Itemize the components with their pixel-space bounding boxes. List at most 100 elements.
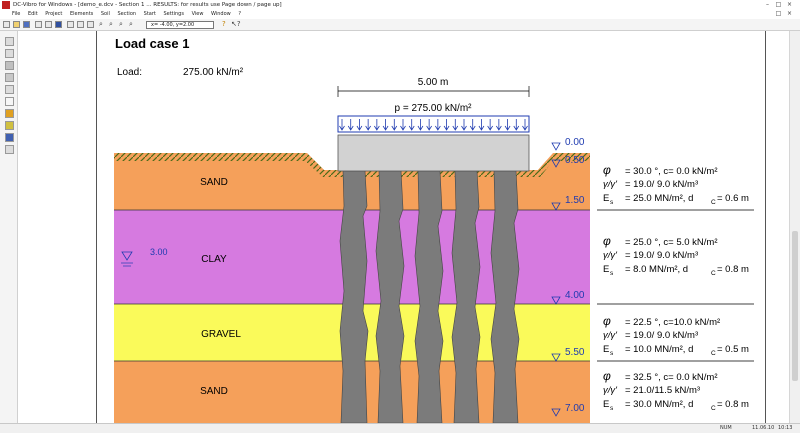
load-arrow-icon [513, 119, 520, 131]
zoom-window-icon[interactable]: ⌕ [119, 20, 123, 28]
menu-project[interactable]: Project [45, 11, 63, 17]
status-date: 11.06.10 [752, 425, 775, 431]
depth-label: 1.50 [565, 195, 585, 206]
section-drawing: Load case 1 Load: 275.00 kN/m² p = 275.0… [114, 36, 754, 423]
zoom-all-icon[interactable]: ⌕ [129, 20, 133, 28]
menu-window[interactable]: Window [211, 11, 231, 17]
close-icon[interactable]: × [786, 1, 793, 8]
phi-symbol: φ [603, 234, 611, 248]
layer-4-dc: = 0.8 m [717, 399, 749, 410]
gamma-symbol: γ/γ' [603, 179, 618, 190]
layer-name-sand: SAND [200, 177, 228, 188]
maximize-icon[interactable]: □ [775, 1, 782, 8]
settings-tool-icon[interactable] [5, 145, 14, 154]
load-arrow-icon [469, 119, 476, 131]
foundation-slab [337, 134, 530, 172]
save-icon[interactable] [23, 21, 30, 28]
disk-icon[interactable] [55, 21, 62, 28]
layer-3-unit-weight: = 19.0/ 9.0 kN/m³ [625, 330, 698, 341]
copy-icon[interactable] [77, 21, 84, 28]
menu-soil[interactable]: Soil [100, 11, 110, 17]
menu-view[interactable]: View [191, 11, 204, 17]
menu-edit[interactable]: Edit [27, 11, 38, 17]
dc-subscript: C [711, 405, 716, 412]
layer-2-unit-weight: = 19.0/ 9.0 kN/m³ [625, 250, 698, 261]
menu-elements[interactable]: Elements [69, 11, 94, 17]
layer-1-strength: = 30.0 °, c= 0.0 kN/m² [625, 166, 718, 177]
layer-4-strength: = 32.5 °, c= 0.0 kN/m² [625, 372, 718, 383]
results-icon[interactable] [5, 121, 14, 130]
cut-icon[interactable] [67, 21, 74, 28]
layer-4-unit-weight: = 21.0/11.5 kN/m³ [625, 385, 700, 396]
load-arrow-icon [365, 119, 371, 131]
load-value: 275.00 kN/m² [183, 67, 244, 78]
section-tool-icon[interactable] [5, 37, 14, 46]
child-restore-icon[interactable]: □ [775, 10, 782, 17]
status-time: 10:13 [778, 425, 793, 431]
menu-start[interactable]: Start [143, 11, 156, 17]
dc-subscript: C [711, 350, 716, 357]
stone-column [414, 170, 444, 423]
print-icon[interactable] [35, 21, 42, 28]
vertical-scrollbar[interactable] [789, 31, 800, 423]
es-subscript: s [610, 405, 614, 412]
load-arrow-icon [452, 119, 459, 131]
layer-tool-icon[interactable] [5, 49, 14, 58]
load-tool-icon[interactable] [5, 73, 14, 82]
soil-properties-icon[interactable] [5, 109, 14, 118]
new-file-icon[interactable] [3, 21, 10, 28]
layer-1-dc: = 0.6 m [717, 193, 749, 204]
load-case-heading: Load case 1 [115, 36, 189, 51]
zoom-in-icon[interactable]: ⌕ [99, 20, 103, 28]
layer-3-modulus: = 10.0 MN/m², d [625, 344, 693, 355]
load-arrow-icon [356, 119, 363, 131]
groundwater-depth: 3.00 [150, 247, 168, 257]
menu-settings[interactable]: Settings [163, 11, 184, 17]
gamma-symbol: γ/γ' [603, 330, 618, 341]
report-page: Load case 1 Load: 275.00 kN/m² p = 275.0… [96, 31, 766, 423]
document-icon[interactable] [5, 97, 14, 106]
es-symbol: E [603, 399, 609, 410]
stone-column [339, 170, 369, 423]
zoom-out-icon[interactable]: ⌕ [109, 20, 113, 28]
menu-file[interactable]: File [12, 11, 21, 17]
layer-2-modulus: = 8.0 MN/m², d [625, 264, 688, 275]
es-subscript: s [610, 270, 614, 277]
stone-column [451, 170, 481, 423]
surcharge-label: p = 275.00 kN/m² [395, 103, 473, 114]
load-arrow-icon [443, 119, 450, 131]
load-arrow-icon [522, 119, 528, 131]
layer-1-modulus: = 25.0 MN/m², d [625, 193, 693, 204]
menu-section[interactable]: Section [117, 11, 137, 17]
load-arrow-icon [347, 119, 354, 131]
pencil-icon[interactable] [5, 85, 14, 94]
load-arrow-icon [400, 119, 406, 131]
stone-columns [339, 170, 520, 423]
depth-label: 0.00 [565, 137, 585, 148]
dc-subscript: C [711, 199, 716, 206]
scrollbar-thumb[interactable] [792, 231, 798, 381]
layer-2-dc: = 0.8 m [717, 264, 749, 275]
phi-symbol: φ [603, 314, 611, 328]
layer-name-gravel: GRAVEL [201, 329, 241, 340]
context-help-icon[interactable]: ↖? [231, 20, 241, 28]
toolbar: ⌕ ⌕ ⌕ ⌕ x= -4.00, y=2.00 ? ↖? [0, 19, 800, 31]
child-close-icon[interactable]: × [786, 10, 793, 17]
depth-marker-icon [551, 353, 561, 362]
layer-name-sand: SAND [200, 386, 228, 397]
es-subscript: s [610, 350, 614, 357]
print-preview-icon[interactable] [45, 21, 52, 28]
foundation-tool-icon[interactable] [5, 61, 14, 70]
phi-symbol: φ [603, 369, 611, 383]
paste-icon[interactable] [87, 21, 94, 28]
depth-label: 0.50 [565, 155, 585, 166]
layer-3-dc: = 0.5 m [717, 344, 749, 355]
depth-label: 5.50 [565, 347, 585, 358]
minimize-icon[interactable]: – [766, 1, 769, 8]
title-bar: DC-Vibro for Windows - [demo_e.dcv - Sec… [0, 0, 800, 10]
help-icon[interactable]: ? [222, 20, 226, 28]
open-folder-icon[interactable] [13, 21, 20, 28]
menu-help[interactable]: ? [238, 11, 241, 17]
depth-marker-icon [551, 159, 561, 168]
table-icon[interactable] [5, 133, 14, 142]
